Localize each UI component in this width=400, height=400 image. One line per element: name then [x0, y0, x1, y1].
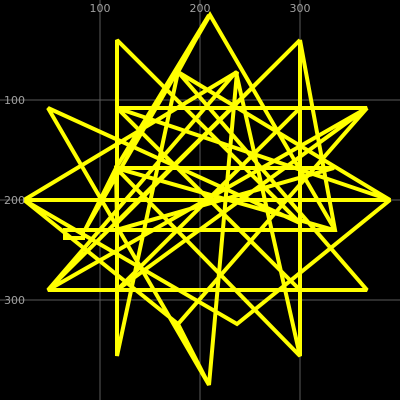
x-tick-label: 300 — [290, 2, 311, 15]
y-tick-label: 200 — [4, 194, 25, 207]
x-tick-label: 100 — [90, 2, 111, 15]
y-tick-label: 300 — [4, 294, 25, 307]
star-figure — [22, 11, 392, 387]
y-tick-label: 100 — [4, 94, 25, 107]
tick-labels: 100 200 300 100 200 300 — [4, 2, 311, 307]
star-path — [22, 11, 392, 387]
x-tick-label: 200 — [190, 2, 211, 15]
